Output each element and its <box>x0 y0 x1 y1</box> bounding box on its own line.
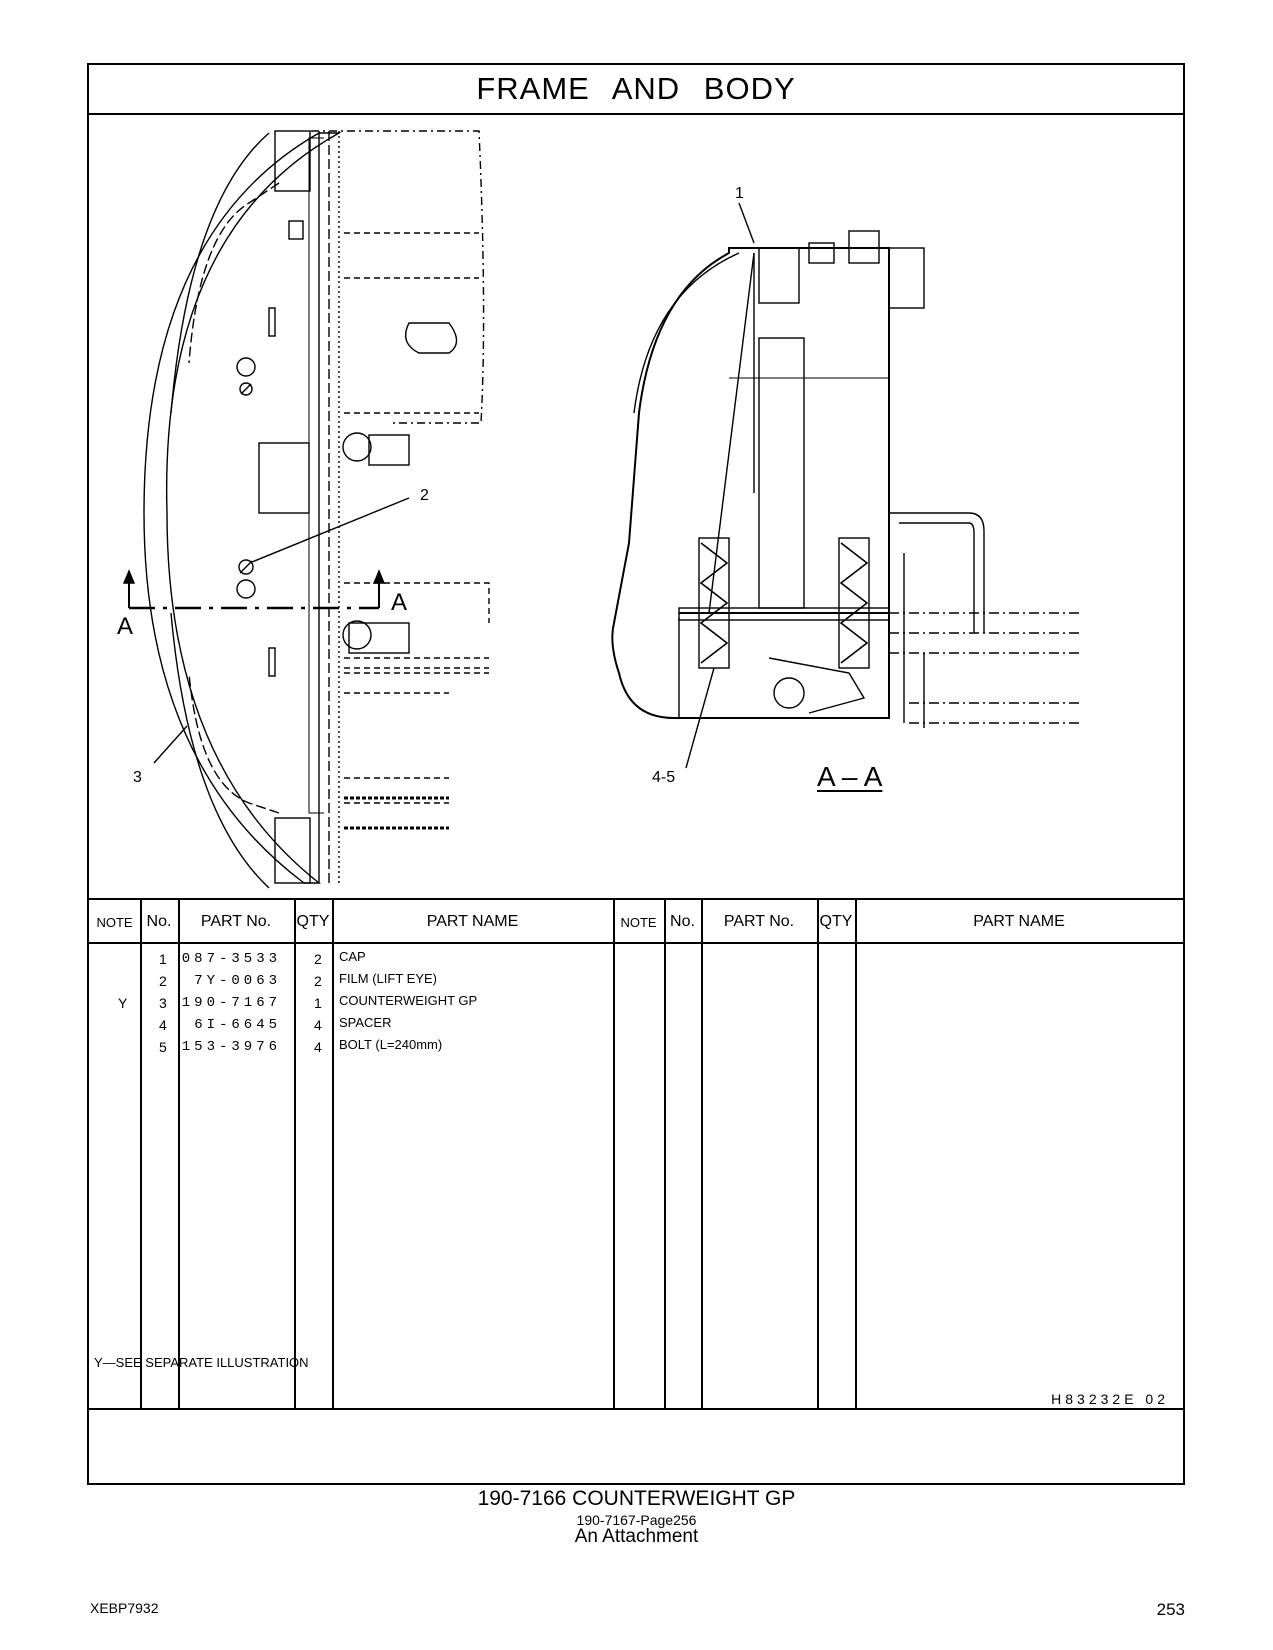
row-part-no: 190-7167 <box>181 995 281 1011</box>
col-divider <box>332 898 334 1409</box>
row-part-no: 153-3976 <box>181 1039 281 1055</box>
footnote: Y—SEE SEPARATE ILLUSTRATION <box>94 1355 309 1370</box>
illustration-code: H83232E 02 <box>1051 1391 1169 1407</box>
page-number: 253 <box>1156 1600 1185 1619</box>
col-part-no-left: PART No. <box>200 913 272 930</box>
row-part-name: BOLT (L=240mm) <box>339 1037 443 1052</box>
row-part-name: CAP <box>339 949 366 964</box>
col-divider <box>294 898 296 1409</box>
col-divider <box>613 898 615 1409</box>
row-note: Y <box>118 995 128 1011</box>
row-qty: 2 <box>314 951 322 967</box>
section-marker-right: A <box>391 589 408 616</box>
page-reference: 190-7167-Page256 <box>576 1512 697 1528</box>
parts-page-frame: FRAME AND BODY <box>87 63 1185 1485</box>
col-note-left: NOTE <box>96 914 133 930</box>
callout-3: 3 <box>133 769 142 786</box>
page-title: FRAME AND BODY <box>476 71 796 106</box>
row-no: 3 <box>159 995 167 1011</box>
col-divider <box>140 898 142 1409</box>
col-qty-right: QTY <box>819 913 853 930</box>
document-id: XEBP7932 <box>90 1600 159 1616</box>
row-part-no: 087-3533 <box>181 951 281 967</box>
section-marker-left: A <box>117 613 134 640</box>
col-part-name-right: PART NAME <box>973 913 1065 930</box>
row-qty: 2 <box>314 973 322 989</box>
attachment-label: An Attachment <box>574 1526 699 1547</box>
parts-illustration: 1 2 3 4-5 A A A – A <box>89 113 1183 898</box>
row-qty: 4 <box>314 1039 322 1055</box>
row-part-name: COUNTERWEIGHT GP <box>339 993 478 1008</box>
row-part-name: FILM (LIFT EYE) <box>339 971 437 986</box>
row-part-name: SPACER <box>339 1015 392 1030</box>
exploded-view-drawing <box>122 130 1079 889</box>
title-band: FRAME AND BODY <box>89 65 1183 115</box>
col-divider <box>855 898 857 1409</box>
row-qty: 1 <box>314 995 322 1011</box>
col-no-left: No. <box>146 913 172 930</box>
col-no-right: No. <box>670 913 695 930</box>
callout-4-5: 4-5 <box>652 769 676 786</box>
col-divider <box>817 898 819 1409</box>
callout-2: 2 <box>420 487 429 504</box>
row-qty: 4 <box>314 1017 322 1033</box>
row-no: 1 <box>159 951 167 967</box>
col-qty-left: QTY <box>296 913 330 930</box>
row-part-no: 6I-6645 <box>194 1017 281 1033</box>
row-no: 4 <box>159 1017 167 1033</box>
callout-1: 1 <box>735 185 744 202</box>
col-part-no-right: PART No. <box>723 913 795 930</box>
group-caption: 190-7166 COUNTERWEIGHT GP <box>477 1487 796 1510</box>
table-bottom-rule <box>89 1408 1183 1410</box>
col-note-right: NOTE <box>620 914 657 930</box>
col-divider <box>178 898 180 1409</box>
parts-table-header: NOTE No. PART No. QTY PART NAME NOTE No.… <box>89 898 1183 944</box>
row-part-no: 7Y-0063 <box>194 973 281 989</box>
section-view-title: A – A <box>817 761 883 792</box>
row-no: 5 <box>159 1039 167 1055</box>
col-divider <box>664 898 666 1409</box>
row-no: 2 <box>159 973 167 989</box>
col-part-name-left: PART NAME <box>426 913 519 930</box>
col-divider <box>701 898 703 1409</box>
